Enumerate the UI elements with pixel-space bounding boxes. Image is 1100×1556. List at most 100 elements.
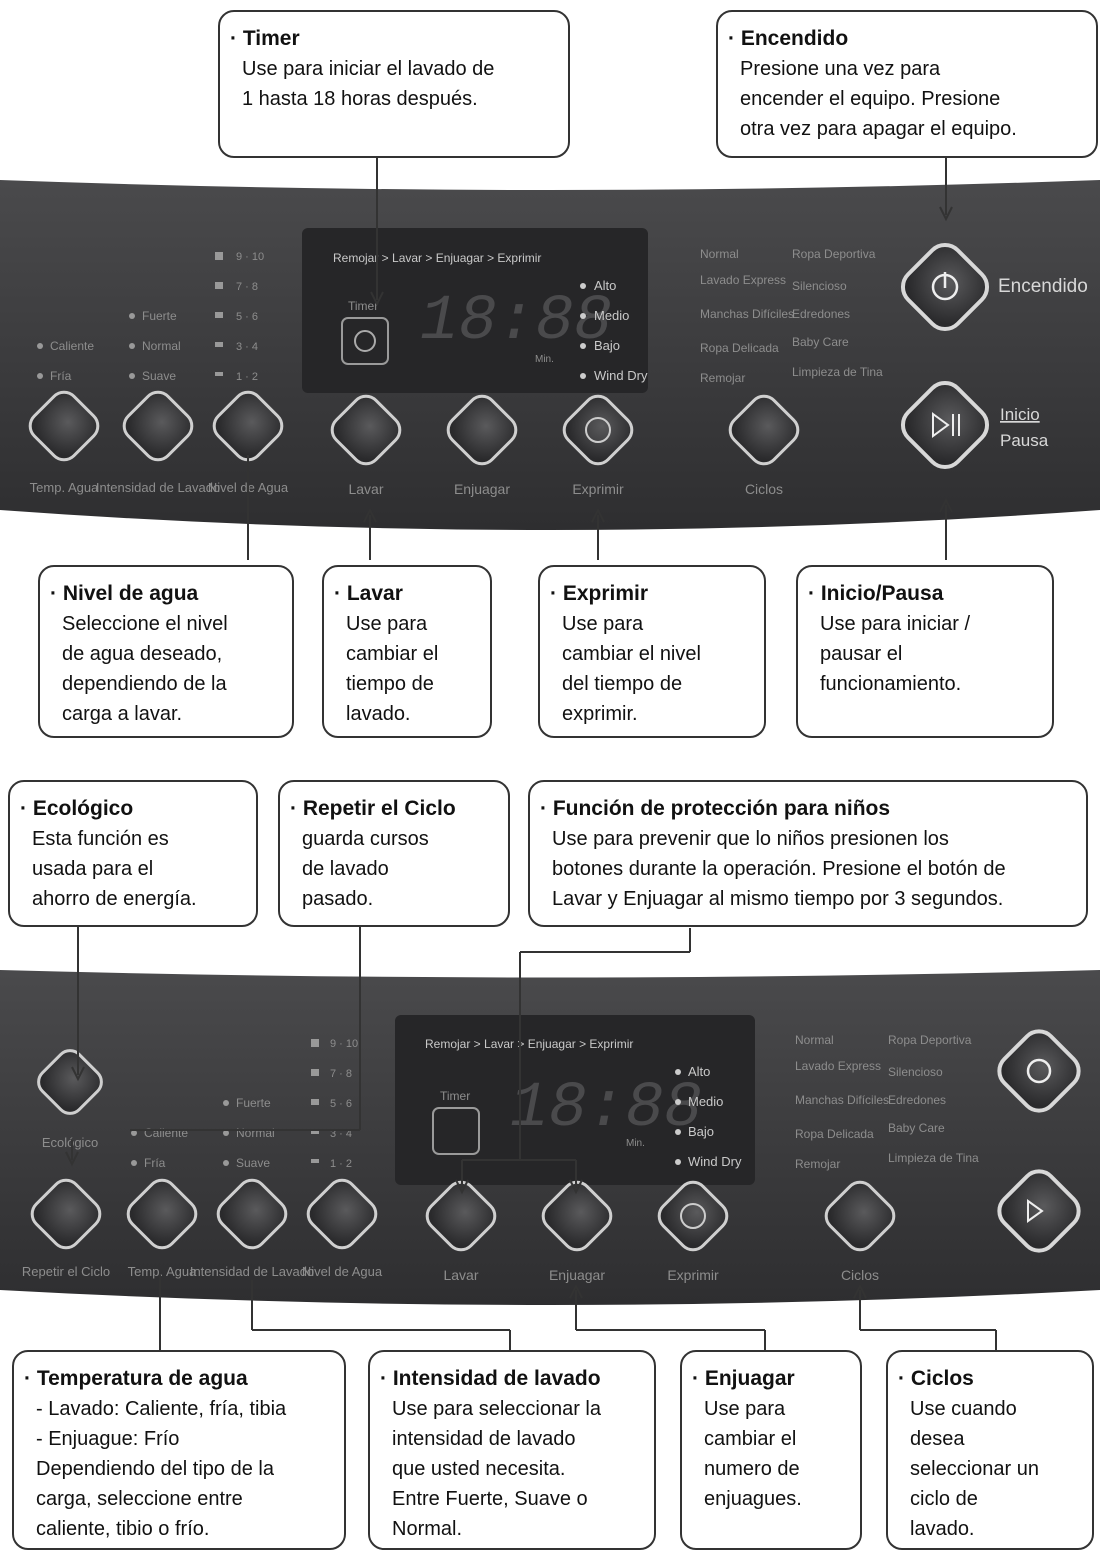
callout-ciclos: Ciclos Use cuando desea seleccionar un c… <box>886 1350 1094 1550</box>
callout-nivel-body: Seleccione el nivel de agua deseado, dep… <box>62 613 228 725</box>
svg-text:Fría: Fría <box>144 1156 166 1170</box>
start-pause-button[interactable]: Inicio Pausa <box>896 376 1049 475</box>
callout-inicio-title: Inicio/Pausa <box>808 579 1038 609</box>
svg-text:Lavar: Lavar <box>348 481 383 497</box>
ecologico-button[interactable]: Ecológico <box>33 1045 107 1150</box>
svg-text:Medio: Medio <box>688 1094 723 1109</box>
callout-proteccion-body: Use para prevenir que lo niños presionen… <box>552 828 1006 910</box>
svg-text:5 · 6: 5 · 6 <box>330 1098 352 1110</box>
svg-text:Wind Dry: Wind Dry <box>688 1154 742 1169</box>
svg-text:Manchas Difíciles: Manchas Difíciles <box>795 1093 889 1107</box>
timer-label: Timer <box>348 299 378 313</box>
callout-ecologico-body: Esta función es usada para el ahorro de … <box>32 828 197 910</box>
callout-enjuagar-title: Enjuagar <box>692 1364 846 1394</box>
callout-encendido-body: Presione una vez para encender el equipo… <box>740 58 1017 140</box>
control-panel-top: Remojar > Lavar > Enjuagar > Exprimir Ti… <box>0 155 1100 560</box>
svg-text:Suave: Suave <box>236 1156 270 1170</box>
callout-encendido: Encendido Presione una vez para encender… <box>716 10 1098 158</box>
temp-button[interactable]: Temp. Agua <box>24 386 103 495</box>
svg-text:Normal: Normal <box>236 1126 275 1140</box>
callout-inicio-body: Use para iniciar / pausar el funcionamie… <box>820 613 971 695</box>
nivel-button-2[interactable]: Nivel de Agua <box>302 1174 383 1279</box>
svg-text:Intensidad de Lavado: Intensidad de Lavado <box>190 1264 314 1279</box>
spiral-icon-2 <box>680 1203 706 1229</box>
callout-encendido-title: Encendido <box>728 24 1082 54</box>
svg-text:7 · 8: 7 · 8 <box>330 1068 352 1080</box>
svg-text:Lavar: Lavar <box>443 1267 478 1283</box>
lavar-button[interactable]: Lavar <box>326 390 405 497</box>
svg-text:Baby Care: Baby Care <box>888 1121 945 1135</box>
start-pause-button-2[interactable] <box>992 1164 1085 1257</box>
exprimir-button[interactable]: Exprimir <box>558 390 637 497</box>
repetir-button[interactable]: Repetir el Ciclo <box>22 1174 110 1279</box>
svg-text:Wind Dry: Wind Dry <box>594 368 648 383</box>
svg-text:Bajo: Bajo <box>688 1124 714 1139</box>
svg-text:Repetir el Ciclo: Repetir el Ciclo <box>22 1264 110 1279</box>
intensity-options-2: Fuerte Normal Suave <box>223 1096 275 1170</box>
steps-text-2: Remojar > Lavar > Enjuagar > Exprimir <box>425 1037 633 1051</box>
exprimir-button-2[interactable]: Exprimir <box>653 1176 732 1283</box>
callout-intensidad: Intensidad de lavado Use para selecciona… <box>368 1350 656 1550</box>
svg-text:Suave: Suave <box>142 369 176 383</box>
svg-text:Ropa Delicada: Ropa Delicada <box>700 341 779 355</box>
power-button[interactable]: Encendido <box>896 238 1088 337</box>
svg-text:Ecológico: Ecológico <box>42 1135 98 1150</box>
display-unit: Min. <box>535 354 554 365</box>
svg-text:Fuerte: Fuerte <box>142 309 177 323</box>
svg-text:Exprimir: Exprimir <box>667 1267 719 1283</box>
callout-repetir: Repetir el Ciclo guarda cursos de lavado… <box>278 780 510 927</box>
callout-exprimir: Exprimir Use para cambiar el nivel del t… <box>538 565 766 738</box>
ciclos-button[interactable]: Ciclos <box>724 390 803 497</box>
callout-ciclos-title: Ciclos <box>898 1364 1078 1394</box>
callout-enjuagar: Enjuagar Use para cambiar el numero de e… <box>680 1350 862 1550</box>
svg-text:9 · 10: 9 · 10 <box>236 251 264 263</box>
svg-text:Remojar: Remojar <box>795 1157 840 1171</box>
svg-text:Edredones: Edredones <box>888 1093 946 1107</box>
callout-repetir-title: Repetir el Ciclo <box>290 794 494 824</box>
timer-button[interactable] <box>341 317 389 365</box>
callout-intensidad-title: Intensidad de lavado <box>380 1364 640 1394</box>
svg-text:Ropa Deportiva: Ropa Deportiva <box>888 1033 972 1047</box>
timer-button-2[interactable] <box>432 1107 480 1155</box>
svg-text:1 · 2: 1 · 2 <box>236 371 258 383</box>
intensidad-button[interactable]: Intensidad de Lavado <box>96 386 220 495</box>
callout-lavar: Lavar Use para cambiar el tiempo de lava… <box>322 565 492 738</box>
callout-lavar-title: Lavar <box>334 579 476 609</box>
enjuagar-button-2[interactable]: Enjuagar <box>537 1176 616 1283</box>
svg-text:Temp. Agua: Temp. Agua <box>128 1264 197 1279</box>
ciclos-button-2[interactable]: Ciclos <box>820 1176 899 1283</box>
play-pause-icon <box>932 412 950 438</box>
temp-button-2[interactable]: Temp. Agua <box>122 1174 201 1279</box>
callout-timer-title: Timer <box>230 24 554 54</box>
intensidad-button-2[interactable]: Intensidad de Lavado <box>190 1174 314 1279</box>
svg-text:Ropa Deportiva: Ropa Deportiva <box>792 247 876 261</box>
steps-text: Remojar > Lavar > Enjuagar > Exprimir <box>333 251 541 265</box>
svg-text:Edredones: Edredones <box>792 307 850 321</box>
svg-text:Lavado Express: Lavado Express <box>700 273 786 287</box>
svg-text:Baby Care: Baby Care <box>792 335 849 349</box>
play-pause-icon-2 <box>1027 1199 1044 1223</box>
callout-proteccion: Función de protección para niños Use par… <box>528 780 1088 927</box>
svg-text:Remojar: Remojar <box>700 371 745 385</box>
leader-lines-top <box>247 155 953 560</box>
power-button-2[interactable] <box>992 1024 1085 1117</box>
display-unit-2: Min. <box>626 1138 645 1149</box>
control-panel-bottom: Remojar > Lavar > Enjuagar > Exprimir Ti… <box>0 970 1100 1305</box>
power-icon-2 <box>1026 1058 1052 1084</box>
svg-text:Fuerte: Fuerte <box>236 1096 271 1110</box>
svg-text:Enjuagar: Enjuagar <box>454 481 510 497</box>
svg-text:Silencioso: Silencioso <box>888 1065 943 1079</box>
svg-text:9 · 10: 9 · 10 <box>330 1038 358 1050</box>
cycle-list: Normal Lavado Express Manchas Difíciles … <box>700 247 883 385</box>
svg-text:Manchas Difíciles: Manchas Difíciles <box>700 307 794 321</box>
svg-text:Alto: Alto <box>688 1064 710 1079</box>
callout-timer-body: Use para iniciar el lavado de 1 hasta 18… <box>242 58 495 110</box>
lavar-button-2[interactable]: Lavar <box>421 1176 500 1283</box>
svg-text:Normal: Normal <box>795 1033 834 1047</box>
spin-levels-2: Alto Medio Bajo Wind Dry <box>675 1064 742 1169</box>
svg-text:Inicio: Inicio <box>1000 405 1040 424</box>
svg-text:Exprimir: Exprimir <box>572 481 624 497</box>
intensity-options: Fuerte Normal Suave <box>129 309 181 383</box>
water-levels: 9 · 10 7 · 8 5 · 6 3 · 4 1 · 2 <box>215 251 264 383</box>
enjuagar-button[interactable]: Enjuagar <box>442 390 521 497</box>
